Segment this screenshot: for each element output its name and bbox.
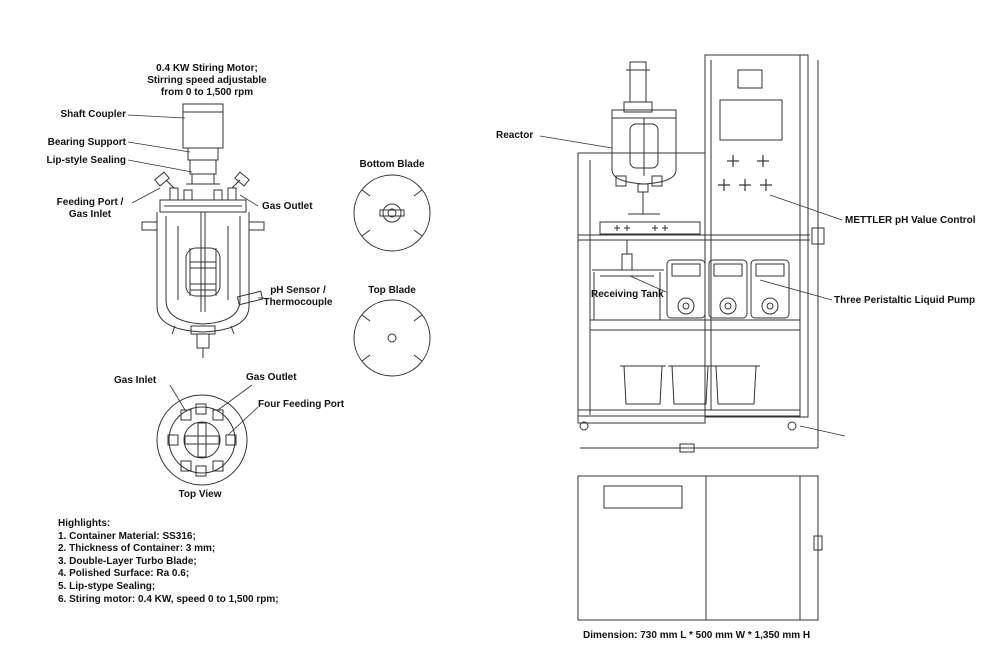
- top-view-drawing: [157, 395, 247, 485]
- peristaltic-pumps: [667, 260, 789, 318]
- control-cabinet: [705, 55, 800, 417]
- bottom-drain-valve: [197, 334, 209, 348]
- ph-sensor-label: pH Sensor / Thermocouple: [263, 285, 333, 308]
- shaft-coupler: [188, 148, 218, 160]
- top-view-leaders: [170, 385, 258, 435]
- skid-motor: [630, 62, 646, 102]
- top-view-gas-outlet-label: Gas Outlet: [246, 372, 297, 383]
- bottom-blade-drawing: [354, 175, 430, 251]
- receiving-tank-label: Receiving Tank: [591, 289, 664, 300]
- motor-label: 0.4 KW Stiring Motor; Stirring speed adj…: [147, 63, 267, 98]
- ph-sensor-port: [237, 291, 262, 305]
- highlight-item: 3. Double-Layer Turbo Blade;: [58, 555, 197, 567]
- highlight-item: 2. Thickness of Container: 3 mm;: [58, 543, 216, 555]
- vessel-jacket: [157, 212, 249, 332]
- reactor-vessel-drawing: [142, 104, 264, 358]
- highlights-list: Highlights: 1. Container Material: SS316…: [58, 518, 279, 606]
- impeller-cage: [186, 248, 220, 296]
- bottom-blade-label: Bottom Blade: [359, 159, 425, 170]
- top-view-caption: Top View: [178, 489, 222, 500]
- reactor-label: Reactor: [496, 130, 534, 141]
- highlight-item: 1. Container Material: SS316;: [58, 530, 196, 542]
- feeding-port-pipe: [166, 180, 174, 188]
- skid-top-view: [578, 476, 822, 620]
- right-leader-lines: [540, 136, 845, 436]
- control-screen: [720, 100, 782, 140]
- main-frame: [578, 153, 705, 423]
- four-feeding-port-label: Four Feeding Port: [258, 399, 345, 410]
- lip-sealing-label: Lip-style Sealing: [46, 155, 126, 166]
- pumps-label: Three Peristaltic Liquid Pump: [834, 295, 976, 306]
- bearing-support-label: Bearing Support: [47, 137, 126, 148]
- shaft-coupler-label: Shaft Coupler: [60, 109, 126, 120]
- highlight-item: 4. Polished Surface: Ra 0.6;: [58, 568, 190, 580]
- mettler-label: METTLER pH Value Control: [845, 215, 976, 226]
- stirring-motor: [183, 104, 223, 148]
- bearing-support: [190, 160, 216, 174]
- skid-front-view: [578, 55, 824, 452]
- vessel-inner: [166, 216, 240, 324]
- highlights-title: Highlights:: [58, 518, 111, 529]
- highlight-item: 5. Lip-stype Sealing;: [58, 580, 156, 592]
- liquid-bottles: [620, 366, 760, 404]
- highlight-item: 6. Stiring motor: 0.4 KW, speed 0 to 1,5…: [58, 593, 279, 605]
- top-view-gas-inlet-label: Gas Inlet: [114, 375, 157, 386]
- top-blade-label: Top Blade: [368, 285, 416, 296]
- gas-outlet-label: Gas Outlet: [262, 201, 313, 212]
- dimension-label: Dimension: 730 mm L * 500 mm W * 1,350 m…: [583, 630, 811, 641]
- vessel-flange: [160, 200, 246, 212]
- feeding-port-label: Feeding Port / Gas Inlet: [56, 197, 124, 220]
- top-blade-drawing: [354, 300, 430, 376]
- lip-seal: [192, 174, 214, 184]
- left-leader-lines: [128, 115, 264, 298]
